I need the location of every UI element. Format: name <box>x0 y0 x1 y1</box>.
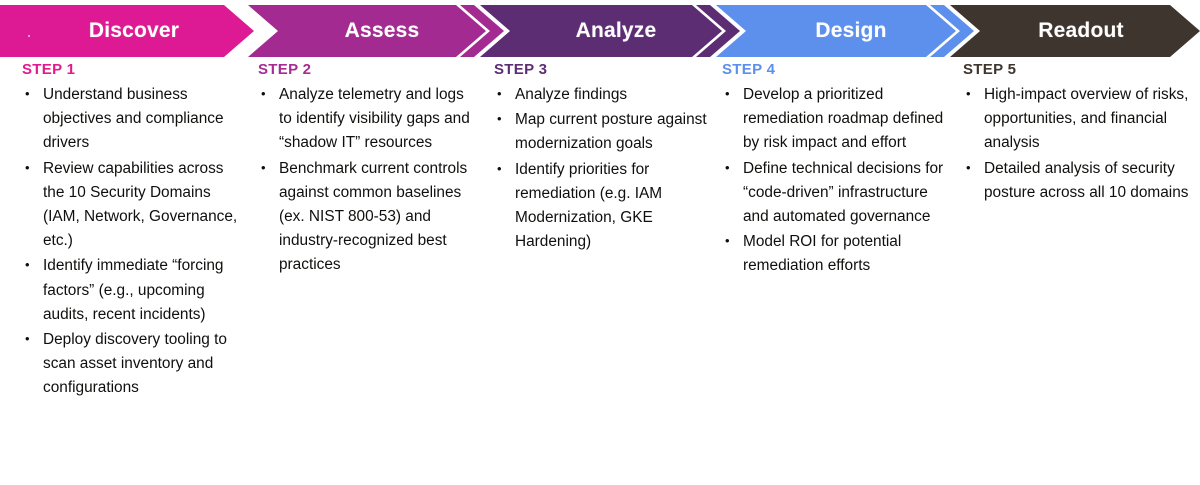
phase-label-design: Design <box>815 19 887 42</box>
step-heading-2: STEP 2 <box>258 61 312 78</box>
list-item: Map current posture against modernizatio… <box>494 107 714 156</box>
list-item: Define technical decisions for “code-dri… <box>722 156 950 230</box>
step-heading-3: STEP 3 <box>494 61 548 78</box>
step-bullet-list-4: Develop a prioritized remediation roadma… <box>722 82 950 279</box>
phase-label-assess: Assess <box>344 19 420 42</box>
list-item: Identify immediate “forcing factors” (e.… <box>22 253 244 327</box>
list-item: Model ROI for potential remediation effo… <box>722 229 950 278</box>
list-item: Develop a prioritized remediation roadma… <box>722 82 950 156</box>
list-item: Analyze findings <box>494 82 714 107</box>
list-item: Analyze telemetry and logs to identify v… <box>258 82 480 156</box>
step-column-4: STEP 4 Develop a prioritized remediation… <box>722 62 950 280</box>
list-item: Understand business objectives and compl… <box>22 82 244 156</box>
phase-label-readout: Readout <box>1038 19 1124 42</box>
decorative-dot <box>28 35 30 37</box>
phase-chevron-assess[interactable]: Assess <box>248 5 504 57</box>
list-item: High-impact overview of risks, opportuni… <box>963 82 1191 156</box>
phase-chevron-discover[interactable]: Discover <box>0 5 256 57</box>
step-columns: STEP 1 Understand business objectives an… <box>0 62 1200 485</box>
step-column-1: STEP 1 Understand business objectives an… <box>22 62 244 402</box>
phase-banner: Discover Assess Analyze Design Readout <box>0 5 1200 57</box>
step-column-5: STEP 5 High-impact overview of risks, op… <box>963 62 1191 206</box>
phase-label-analyze: Analyze <box>575 19 657 42</box>
list-item: Benchmark current controls against commo… <box>258 156 480 278</box>
step-heading-5: STEP 5 <box>963 61 1017 78</box>
phase-label-discover: Discover <box>88 19 180 42</box>
step-bullet-list-1: Understand business objectives and compl… <box>22 82 244 401</box>
phase-chevron-analyze[interactable]: Analyze <box>480 5 740 57</box>
step-heading-1: STEP 1 <box>22 61 76 78</box>
phase-chevron-design[interactable]: Design <box>716 5 974 57</box>
step-column-2: STEP 2 Analyze telemetry and logs to ide… <box>258 62 480 279</box>
step-bullet-list-5: High-impact overview of risks, opportuni… <box>963 82 1191 205</box>
step-column-3: STEP 3 Analyze findings Map current post… <box>494 62 714 255</box>
step-heading-4: STEP 4 <box>722 61 776 78</box>
step-bullet-list-2: Analyze telemetry and logs to identify v… <box>258 82 480 278</box>
list-item: Review capabilities across the 10 Securi… <box>22 156 244 254</box>
list-item: Identify priorities for remediation (e.g… <box>494 157 714 255</box>
list-item: Deploy discovery tooling to scan asset i… <box>22 327 244 401</box>
phase-chevron-readout[interactable]: Readout <box>950 5 1200 57</box>
list-item: Detailed analysis of security posture ac… <box>963 156 1191 205</box>
step-bullet-list-3: Analyze findings Map current posture aga… <box>494 82 714 255</box>
